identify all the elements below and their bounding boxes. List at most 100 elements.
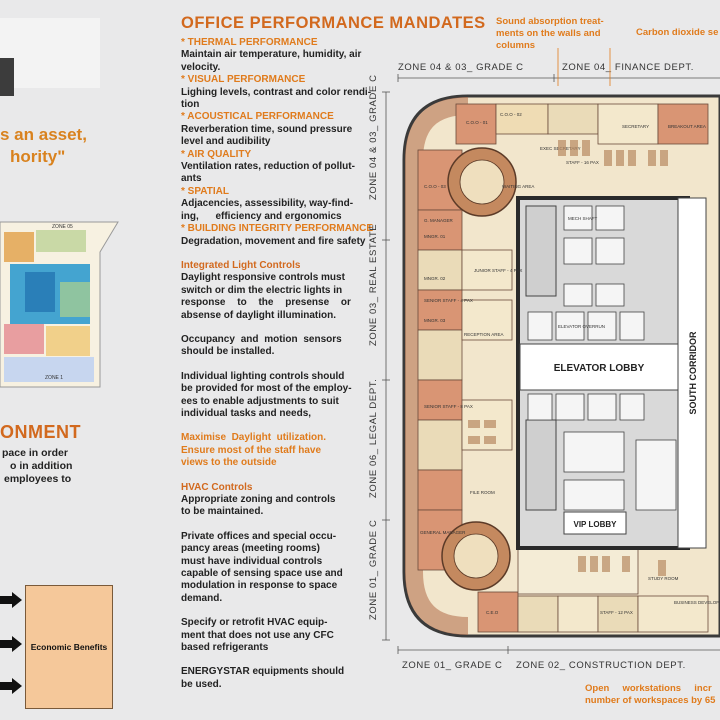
mini-zone-label-2: ZONE 1 (45, 375, 63, 381)
light-text: absense of daylight illumination. (181, 309, 337, 321)
light-text: ees to enable adjustments to suit (181, 395, 339, 407)
mandate-building-integrity: * BUILDING INTEGRITY PERFORMANCE Degrada… (181, 223, 373, 248)
room-label: JUNIOR STAFF - 4 PAX (474, 268, 522, 273)
arrow-right-icon (0, 592, 22, 608)
env-line: o in addition (10, 460, 73, 472)
mandate-spatial: * SPATIAL Adjacencies, assessibility, wa… (181, 186, 371, 223)
daylight-highlight: Maximise Daylight utilization. (181, 432, 327, 444)
room-label: MNGR. 03 (424, 318, 446, 323)
mandate-text: level and audibility (181, 136, 271, 148)
light-text: individual tasks and needs, (181, 407, 312, 419)
mandate-heading: * ACOUSTICAL PERFORMANCE (181, 111, 334, 123)
arrow-right-icon (0, 636, 22, 652)
callout-line: number of workspaces by 65 (585, 695, 716, 706)
mandates-column: * THERMAL PERFORMANCE Maintain air tempe… (181, 37, 373, 691)
mandate-text: ing, efficiency and ergonomics (181, 210, 342, 222)
hvac-text: Private offices and special occu- (181, 530, 337, 542)
room-label: C.O.O - 01 (466, 120, 488, 125)
room-label: ELEVATOR OVERRUN (558, 324, 605, 329)
light-text: Individual lighting controls should (181, 370, 345, 382)
dimension-lines (382, 48, 720, 654)
mandate-acoustical: * ACOUSTICAL PERFORMANCE Reverberation t… (181, 111, 371, 148)
zone-label-bottom-left: ZONE 01_ GRADE C (402, 660, 503, 671)
room-label: SENIOR STAFF - 4 PAX (424, 298, 473, 303)
hvac-text: Specify or retrofit HVAC equip- (181, 617, 328, 629)
south-corridor-label: SOUTH CORRIDOR (688, 331, 698, 415)
hvac-title: HVAC Controls (181, 481, 253, 493)
dark-tab (0, 58, 14, 96)
mandate-text: Lighing levels, contrast and color rendi… (181, 86, 372, 98)
callout-line: Sound absorption treat- (496, 16, 604, 27)
room-label: SENIOR STAFF - 8 PAX (424, 404, 473, 409)
daylight-highlight: views to the outside (181, 457, 277, 469)
arrow-right-icon (0, 678, 22, 694)
hvac-text: ment that does not use any CFC (181, 629, 334, 641)
vip-lobby (563, 511, 627, 535)
mandate-visual: * VISUAL PERFORMANCE Lighing levels, con… (181, 74, 371, 111)
room-label: C.E.O (486, 610, 499, 615)
light-text: response to the presense or (181, 297, 351, 309)
quote-line-2: hority" (10, 147, 66, 166)
light-text: should be installed. (181, 346, 275, 358)
mandate-heading: * SPATIAL (181, 185, 229, 197)
hvac-text: ENERGYSTAR equipments should (181, 666, 345, 678)
room-label: G. MANAGER (424, 218, 454, 223)
mandate-thermal: * THERMAL PERFORMANCE Maintain air tempe… (181, 37, 371, 74)
co2-callout: Carbon dioxide se (636, 27, 719, 38)
hvac-text: Appropriate zoning and controls (181, 494, 336, 505)
zone-label-top-left: ZONE 04 & 03_ GRADE C (398, 62, 524, 73)
room-label: RECEPTION AREA (464, 332, 504, 337)
plan-drawing: ELEVATOR LOBBY SOUTH CORRIDOR VIP LOBBY … (382, 48, 720, 654)
env-line: employees to (4, 473, 72, 485)
callout-line: Open workstations incr (585, 683, 712, 694)
room-label: BUSINESS DEVELOP (674, 600, 719, 605)
room-label: C.O.O - 03 (424, 184, 446, 189)
mandate-heading: * AIR QUALITY (181, 148, 252, 160)
mandate-text: Maintain air temperature, humidity, air (181, 49, 362, 61)
economic-benefits-label: Economic Benefits (30, 642, 108, 652)
zone-label-top-right: ZONE 04_ FINANCE DEPT. (562, 62, 694, 73)
light-text: switch or dim the electric lights in (181, 284, 343, 296)
mandate-text: Reverberation time, sound pressure (181, 123, 353, 135)
hvac-text: demand. (181, 592, 223, 604)
callout-line: columns (496, 40, 536, 51)
mandate-heading: * THERMAL PERFORMANCE (181, 37, 318, 48)
open-workstation-callout: Open workstations incr number of workspa… (585, 683, 715, 707)
room-label: MNGR. 02 (424, 276, 446, 281)
light-text: Daylight responsive controls must (181, 272, 345, 284)
mandate-text: Degradation, movement and fire safety (181, 235, 366, 247)
mandate-text: Adjacencies, assessibility, way-find- (181, 198, 354, 210)
environment-title: ONMENT (0, 422, 81, 442)
env-line: pace in order (2, 447, 68, 459)
environment-text: pace in order o in addition employees to (0, 447, 72, 486)
mandate-text: Ventilation rates, reduction of pollut- (181, 161, 355, 173)
hvac-text: be used. (181, 678, 222, 690)
hvac-text: based refrigerants (181, 642, 269, 654)
quote: s an asset, hority" (0, 124, 170, 168)
room-label: BREAKOUT AREA (668, 124, 706, 129)
hvac-text: capable of sensing space use and (181, 568, 343, 580)
hvac-text: modulation in response to space (181, 580, 338, 592)
room-label: STAFF - 12 PAX (600, 610, 633, 615)
room-label: MNGR. 01 (424, 234, 446, 239)
daylight-highlight: Ensure most of the staff have (181, 444, 322, 456)
room-label: SECRETARY (622, 124, 649, 129)
vip-lobby-label: VIP LOBBY (574, 520, 618, 529)
mandate-text: tion (181, 99, 200, 111)
light-text: Occupancy and motion sensors (181, 333, 342, 345)
hvac-text: must have individual controls (181, 555, 323, 567)
mandate-air-quality: * AIR QUALITY Ventilation rates, reducti… (181, 149, 371, 186)
room-label: C.O.O - 02 (500, 112, 522, 117)
mandate-text: velocity. (181, 61, 221, 73)
room-label: STAFF - 16 PAX (566, 160, 599, 165)
sound-callout: Sound absorption treat- ments on the wal… (496, 16, 604, 52)
zone-label-bottom-right: ZONE 02_ CONSTRUCTION DEPT. (516, 660, 686, 671)
room-label: MECH SHAFT (568, 216, 598, 221)
south-corridor (677, 197, 707, 549)
callout-line: ments on the walls and (496, 28, 601, 39)
quote-line-1: s an asset, (0, 125, 87, 144)
mandates-title: OFFICE PERFORMANCE MANDATES (181, 14, 486, 32)
hvac-text: pancy areas (meeting rooms) (181, 543, 320, 555)
floor-plan: Sound absorption treat- ments on the wal… (368, 0, 720, 720)
